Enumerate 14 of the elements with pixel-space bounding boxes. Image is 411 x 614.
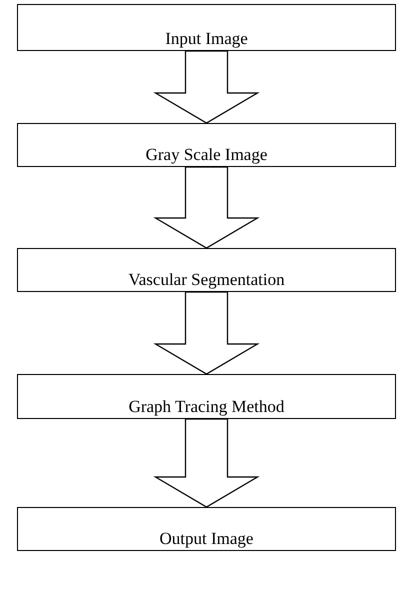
box-label: Graph Tracing Method — [128, 396, 284, 417]
block-arrow — [153, 50, 260, 124]
process-box — [17, 248, 396, 292]
block-arrow — [153, 166, 260, 249]
box-label: Gray Scale Image — [146, 144, 268, 165]
process-box — [17, 123, 396, 167]
box-label: Vascular Segmentation — [128, 268, 285, 290]
box-label: Input Image — [165, 28, 248, 49]
block-arrow — [153, 291, 260, 375]
process-box — [17, 507, 396, 551]
process-box — [17, 374, 396, 419]
process-box — [17, 4, 396, 51]
box-label: Output Image — [160, 528, 254, 549]
block-arrow — [153, 418, 260, 508]
